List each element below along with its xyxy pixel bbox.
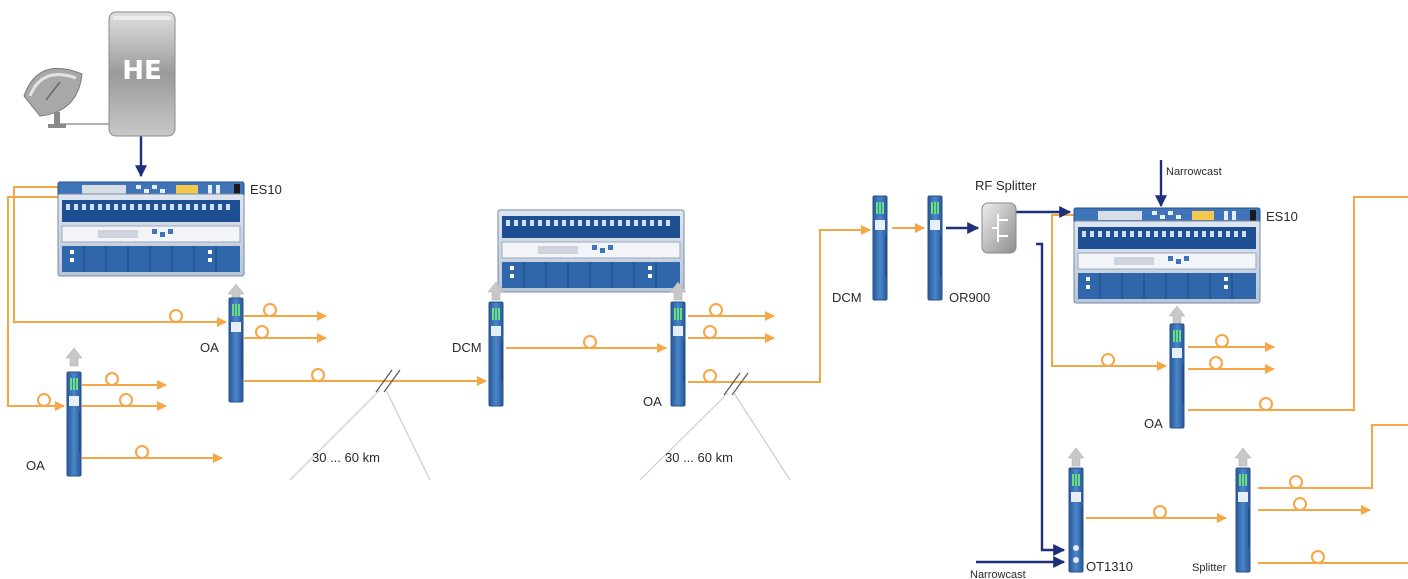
- fiber-loop-icon: [709, 303, 723, 317]
- label-oa-left-upper: OA: [200, 340, 219, 355]
- oa-left-lower-module: [65, 347, 83, 477]
- rack-middle: [497, 209, 685, 293]
- fiber-loop-icon: [263, 303, 277, 317]
- fiber-loop-icon: [1101, 353, 1115, 367]
- fiber-loop-icon: [255, 325, 269, 339]
- fiber-loop-icon: [1209, 356, 1223, 370]
- fiber-splitter-out-1: [1258, 424, 1408, 489]
- fiber-loop-icon: [1215, 334, 1229, 348]
- fiber-loop-icon: [703, 369, 717, 383]
- he-label: HE: [122, 56, 162, 86]
- label-dcm-middle: DCM: [452, 340, 482, 355]
- fiber-loop-icon: [311, 368, 325, 382]
- fiber-loop-icon: [119, 393, 133, 407]
- fiber-loop-icon: [105, 372, 119, 386]
- fiber-loop-icon: [1311, 550, 1325, 564]
- distance-break-1: [289, 369, 431, 481]
- rf-splitter-icon: [981, 202, 1017, 254]
- fiber-loop-icon: [1293, 497, 1307, 511]
- dcm-right-module: [872, 195, 888, 301]
- fiber-es10-to-oa-upper: [13, 186, 227, 327]
- rf-splitter-to-ot1310: [1036, 242, 1066, 556]
- fiber-loop-icon: [37, 393, 51, 407]
- fiber-loop-icon: [1153, 505, 1167, 519]
- label-oa-left-lower: OA: [26, 458, 45, 473]
- fiber-loop-icon: [703, 325, 717, 339]
- label-distance-1: 30 ... 60 km: [312, 450, 380, 465]
- label-dcm-right: DCM: [832, 290, 862, 305]
- fiber-loop-icon: [135, 445, 149, 459]
- label-narrowcast-top: Narrowcast: [1166, 166, 1222, 178]
- label-oa-right: OA: [1144, 416, 1163, 431]
- label-rf-splitter: RF Splitter: [975, 178, 1037, 193]
- label-splitter: Splitter: [1192, 562, 1227, 574]
- fiber-es10-to-oa-lower: [7, 196, 65, 411]
- fiber-loop-icon: [1289, 475, 1303, 489]
- label-ot1310: OT1310: [1086, 559, 1133, 574]
- rf-links: [135, 136, 1167, 568]
- oa-left-upper-module: [227, 283, 245, 403]
- fiber-loop-icon: [1259, 397, 1273, 411]
- fiber-loop-icon: [583, 335, 597, 349]
- fiber-coils: [37, 303, 1325, 564]
- es10-left: [57, 181, 245, 277]
- headend-cabinet-icon: HE: [108, 11, 176, 137]
- label-or900: OR900: [949, 290, 990, 305]
- label-es10-right: ES10: [1266, 209, 1298, 224]
- label-narrowcast-bottom: Narrowcast: [970, 569, 1026, 579]
- label-oa-middle: OA: [643, 394, 662, 409]
- label-distance-2: 30 ... 60 km: [665, 450, 733, 465]
- oa-middle-module: [669, 281, 687, 407]
- fiber-loop-icon: [169, 309, 183, 323]
- es10-right: [1073, 207, 1261, 304]
- oa-right-module: [1168, 305, 1186, 429]
- ot1310-module: [1067, 447, 1085, 573]
- fiber-oa-mid-to-dcm-right: [688, 225, 871, 383]
- dcm-middle-module: [487, 281, 505, 407]
- fiber-oa-right-out-3: [1188, 196, 1408, 411]
- distance-break-2: [639, 372, 791, 481]
- or900-module: [927, 195, 943, 301]
- satellite-dish-icon: [23, 67, 110, 128]
- label-es10-left: ES10: [250, 182, 282, 197]
- splitter-module: [1234, 447, 1252, 573]
